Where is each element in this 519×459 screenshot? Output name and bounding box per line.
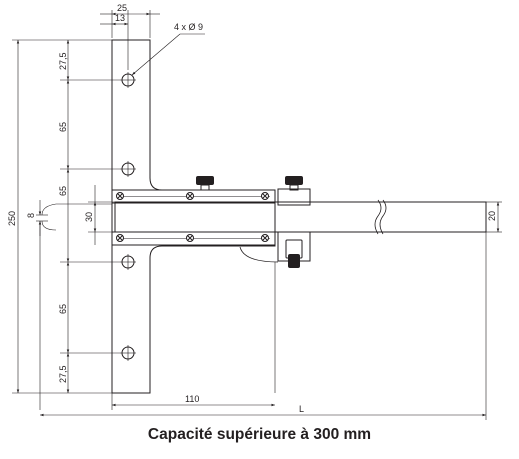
screw <box>116 234 124 242</box>
thumb-screw-right[interactable] <box>285 176 303 191</box>
base-plate <box>111 39 276 394</box>
dim-top-13: 13 <box>115 13 125 23</box>
dim-20: 20 <box>487 211 497 221</box>
screw <box>186 192 194 200</box>
screw <box>261 234 269 242</box>
dim-27-5-bottom: 27,5 <box>58 365 68 383</box>
mounting-hole <box>120 161 136 177</box>
screw <box>116 192 124 200</box>
measuring-beam <box>274 201 487 233</box>
mounting-hole <box>120 254 136 270</box>
caption: Capacité supérieure à 300 mm <box>147 426 372 443</box>
dim-27-5-top: 27,5 <box>58 52 68 70</box>
dim-30: 30 <box>84 212 94 222</box>
dim-top-25: 25 <box>117 3 127 13</box>
dim-65-bottom: 65 <box>58 304 68 314</box>
mounting-hole <box>120 345 136 361</box>
mounting-hole <box>120 72 136 88</box>
dim-holes-label: 4 x Ø 9 <box>174 22 203 32</box>
dim-110: 110 <box>185 394 199 404</box>
slider-body <box>277 188 311 206</box>
dim-65-top: 65 <box>58 122 68 132</box>
dim-250: 250 <box>7 211 17 226</box>
screw <box>186 234 194 242</box>
dim-L: L <box>299 404 304 414</box>
thumb-screw-left[interactable] <box>196 176 214 191</box>
lower-clamp <box>111 231 276 246</box>
dim-8: 8 <box>26 213 36 218</box>
upper-clamp <box>111 189 276 204</box>
thumb-screw-lower[interactable] <box>285 239 303 268</box>
screw <box>261 192 269 200</box>
dim-65-mid: 65 <box>58 186 68 196</box>
